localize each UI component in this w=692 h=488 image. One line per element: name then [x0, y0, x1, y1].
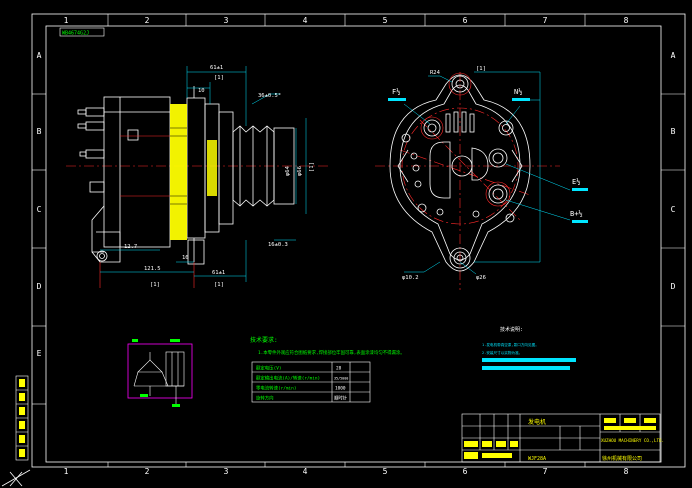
row-label: A: [37, 51, 42, 60]
title-drawing-no: WJF28A: [528, 456, 546, 462]
column-label: 6: [463, 16, 468, 25]
spec-param: 旋转方向: [256, 395, 274, 402]
label-n-terminal: N½: [514, 88, 522, 96]
row-label: D: [671, 282, 676, 291]
row-label: C: [671, 205, 676, 214]
drawing-code-text: WB4674G2J: [62, 31, 89, 37]
column-label: 3: [224, 467, 229, 476]
title-company-cn: 徐州机械有限公司: [602, 455, 642, 462]
column-label: 2: [145, 467, 150, 476]
title-block: 发电机 WJF28A XUZHOU MACHINERY CO.,LTD. 徐州机…: [461, 413, 664, 463]
label-b-terminal: B+½: [570, 210, 583, 218]
wiring-schematic: [127, 339, 193, 407]
label-top-dim: R24: [430, 70, 441, 76]
column-label: 1: [64, 467, 69, 476]
label-top-box: [1]: [476, 66, 486, 72]
notes-heading: 技术说明:: [500, 326, 523, 333]
dim-top-box: [1]: [214, 75, 224, 81]
front-view: R24 [1] F½ N½ E½ B+½ φ10.2 φ26: [375, 66, 588, 290]
side-view: 61±1 [1] 10 36±0.5° φ64 φ66 [1] 16±0.3 1…: [66, 65, 330, 288]
column-labels: 1 2 3 4 5 6 7 8 1 2 3 4 5 6 7 8: [64, 16, 629, 476]
row-label: C: [37, 205, 42, 214]
row-label: A: [671, 51, 676, 60]
dim-bottom-16: 16: [182, 255, 189, 261]
spec-table: 额定电压(V) 28 额定输出电流(A)/转速(r/min) 35/5000 零…: [251, 361, 371, 403]
label-e-terminal: E½: [572, 178, 580, 186]
dim-top-overall: 61±1: [210, 65, 223, 71]
column-label: 6: [463, 467, 468, 476]
column-label: 8: [624, 16, 629, 25]
column-label: 1: [64, 16, 69, 25]
label-bottom-right-dim: φ26: [476, 275, 486, 281]
dim-bottom-right: 61±1: [212, 270, 225, 276]
dim-bottom-box-1: [1]: [150, 282, 160, 288]
notes-line-2: 2.安装尺寸以实物为准。: [482, 350, 522, 355]
column-label: 3: [224, 16, 229, 25]
row-label: D: [37, 282, 42, 291]
title-company-en: XUZHOU MACHINERY CO.,LTD.: [601, 438, 664, 443]
dim-pulley-dia-2: φ66: [297, 166, 303, 176]
dim-bore: 16±0.3: [268, 242, 288, 248]
notes-panel: 技术说明: 1.发电机带真空泵,泵口方向见图。 2.安装尺寸以实物为准。: [482, 326, 576, 370]
spec-value: 28: [336, 366, 342, 372]
spec-param: 额定输出电流(A)/转速(r/min): [256, 375, 320, 382]
label-bottom-left-dim: φ10.2: [402, 275, 419, 281]
column-label: 7: [543, 16, 548, 25]
dim-right-box: [1]: [309, 162, 315, 172]
spec-param: 额定电压(V): [256, 365, 282, 372]
row-label: E: [37, 349, 42, 358]
column-label: 8: [624, 467, 629, 476]
drawing-frame: [31, 13, 686, 468]
label-f-terminal: F½: [392, 88, 400, 96]
signoff-strip: [15, 375, 29, 461]
ucs-icon: [1, 469, 31, 487]
row-labels: A B C D E A B C D: [37, 51, 676, 358]
spec-value: 1000: [335, 386, 346, 392]
column-label: 4: [303, 16, 308, 25]
stator-hatch: [170, 104, 187, 240]
drawing-code-tag: WB4674G2J: [59, 27, 105, 37]
tech-requirements-heading: 技术要求:: [250, 336, 278, 344]
notes-line-1: 1.发电机带真空泵,泵口方向见图。: [482, 342, 539, 347]
tech-requirements-line: 1.本零件外观应符合图纸要求,焊接部位牢固可靠,表面涂漆均匀不得漏涂。: [258, 349, 405, 356]
column-label: 5: [383, 16, 388, 25]
tech-requirements: 技术要求: 1.本零件外观应符合图纸要求,焊接部位牢固可靠,表面涂漆均匀不得漏涂…: [250, 336, 405, 356]
dim-groove-spec: 36±0.5°: [258, 93, 281, 99]
column-label: 4: [303, 467, 308, 476]
row-label: B: [671, 127, 676, 136]
spec-param: 零电流转速(r/min): [256, 385, 296, 392]
title-part-name: 发电机: [528, 418, 546, 426]
dim-bottom-box-2: [1]: [214, 282, 224, 288]
dim-pulley-offset: 10: [198, 88, 205, 94]
column-label: 2: [145, 16, 150, 25]
dim-bottom-overall: 121.5: [144, 266, 161, 272]
dim-pulley-dia-1: φ64: [285, 165, 291, 176]
spec-value: 35/5000: [334, 377, 348, 381]
column-label: 5: [383, 467, 388, 476]
row-label: B: [37, 127, 42, 136]
column-label: 7: [543, 467, 548, 476]
dim-left-lower: 12.7: [124, 244, 137, 250]
spec-value: 顺时针: [334, 395, 348, 402]
grid-ticks: [32, 14, 685, 467]
